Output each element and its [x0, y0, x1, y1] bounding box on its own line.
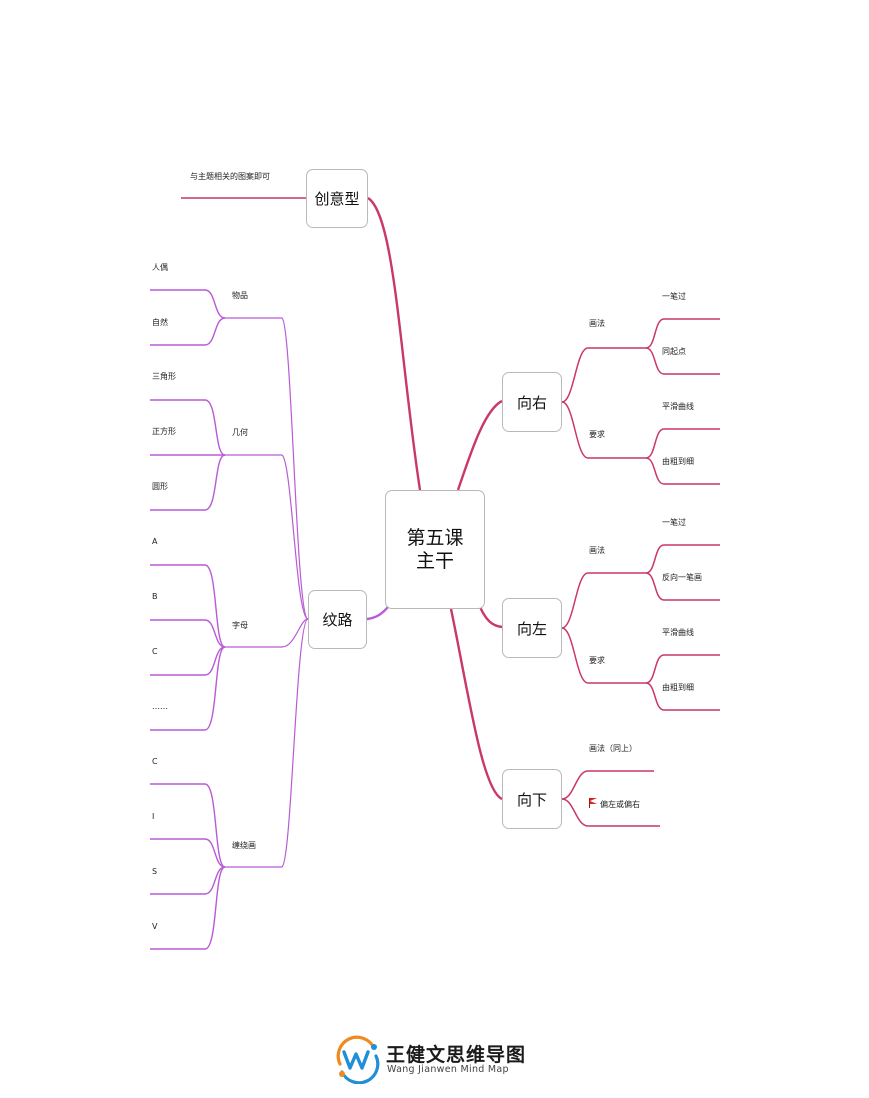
connector-center-to-wenlu — [366, 606, 389, 621]
xiangzuo-leaf[interactable]: 反向一笔画 — [662, 573, 702, 582]
brand-logo: 王健文思维导图 Wang Jianwen Mind Map — [334, 1034, 544, 1084]
xiangyou-leaf[interactable]: 由粗到细 — [662, 457, 694, 466]
topic-xiangzuo-label: 向左 — [516, 619, 547, 638]
wenlu-leaf[interactable]: 人偶 — [152, 263, 168, 272]
xiangzuo-leaf[interactable]: 一笔过 — [662, 518, 686, 527]
topic-xiangyou-label: 向右 — [516, 393, 547, 412]
topic-chuangyi[interactable]: 创意型 — [306, 169, 368, 228]
wenlu-group-zimu[interactable]: 字母 — [232, 621, 248, 630]
wenlu-leaf[interactable]: S — [152, 867, 158, 876]
logo-subtitle: Wang Jianwen Mind Map — [387, 1064, 509, 1075]
wenlu-leaf[interactable]: 圆形 — [152, 482, 168, 491]
connector-center-to-chuangyi — [367, 196, 422, 491]
wenlu-leaf[interactable]: V — [152, 922, 158, 931]
wenlu-leaf[interactable]: B — [152, 592, 158, 601]
xiangzuo-leaf[interactable]: 平滑曲线 — [662, 628, 694, 637]
xiangzuo-group-yaoqiu[interactable]: 要求 — [589, 656, 605, 665]
wenlu-leaf[interactable]: C — [152, 757, 158, 766]
logo-mark-icon — [336, 1035, 380, 1084]
xiangyou-leaf[interactable]: 一笔过 — [662, 292, 686, 301]
red-flag-icon — [589, 798, 598, 808]
wenlu-leaf[interactable]: C — [152, 647, 158, 656]
xiangyou-group-huafa[interactable]: 画法 — [589, 319, 605, 328]
wenlu-group-wupin[interactable]: 物品 — [232, 291, 248, 300]
wenlu-connectors — [225, 317, 309, 868]
connector-center-to-xiangxia — [449, 608, 503, 801]
central-topic-line2: 主干 — [415, 549, 454, 572]
wenlu-group-chanraohua[interactable]: 缠绕画 — [232, 841, 256, 850]
xiangxia-leaf-pianzuo-text: 偏左或偏右 — [600, 800, 640, 809]
wenlu-leaf[interactable]: 正方形 — [152, 427, 176, 436]
xiangyou-leaf[interactable]: 平滑曲线 — [662, 402, 694, 411]
xiangxia-leaf-huafa[interactable]: 画法（同上） — [589, 744, 637, 753]
topic-wenlu-label: 纹路 — [322, 611, 353, 629]
wenlu-group-jihe[interactable]: 几何 — [232, 428, 248, 437]
topic-xiangxia[interactable]: 向下 — [502, 769, 562, 829]
wenlu-leaf[interactable]: …… — [152, 702, 168, 711]
logo-title: 王健文思维导图 — [386, 1044, 527, 1066]
xiangyou-group-yaoqiu[interactable]: 要求 — [589, 430, 605, 439]
xiangxia-connectors — [561, 770, 660, 827]
topic-xiangxia-label: 向下 — [516, 790, 547, 809]
topic-chuangyi-label: 创意型 — [314, 190, 360, 208]
connector-center-to-xiangzuo — [478, 606, 503, 629]
wenlu-leaf[interactable]: 三角形 — [152, 372, 176, 381]
topic-xiangyou[interactable]: 向右 — [502, 372, 562, 432]
connector-center-to-xiangyou — [456, 399, 503, 491]
xiangzuo-group-huafa[interactable]: 画法 — [589, 546, 605, 555]
topic-xiangzuo[interactable]: 向左 — [502, 598, 562, 658]
xiangyou-connectors — [561, 318, 720, 485]
chuangyi-note[interactable]: 与主题相关的图案即可 — [190, 172, 270, 181]
central-topic-line1: 第五课 — [406, 526, 464, 549]
wenlu-leaf[interactable]: I — [152, 812, 155, 821]
xiangxia-leaf-pianzuo[interactable]: 偏左或偏右 — [589, 798, 640, 810]
wenlu-leaf[interactable]: 自然 — [152, 318, 168, 327]
wenlu-leaf[interactable]: A — [152, 537, 158, 546]
xiangyou-leaf[interactable]: 同起点 — [662, 347, 686, 356]
wenlu-leaf-connectors — [150, 289, 226, 950]
xiangzuo-connectors — [561, 544, 720, 711]
topic-wenlu[interactable]: 纹路 — [308, 590, 367, 649]
central-topic[interactable]: 第五课 主干 — [385, 490, 485, 609]
xiangzuo-leaf[interactable]: 由粗到细 — [662, 683, 694, 692]
